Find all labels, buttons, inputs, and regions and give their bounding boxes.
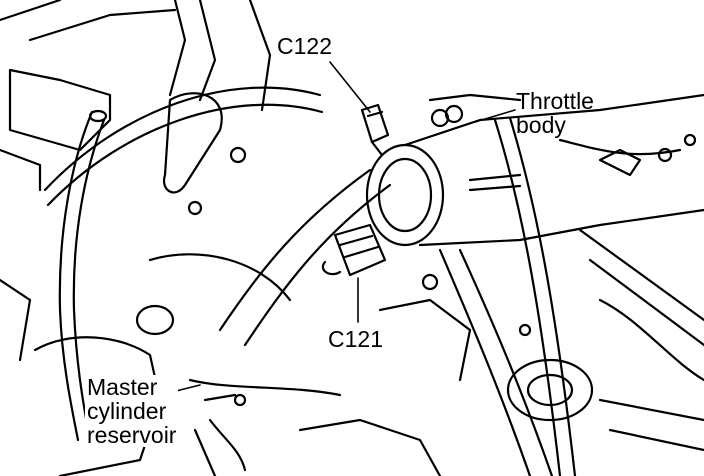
connector-c121	[321, 223, 387, 323]
label-c121: C121	[328, 327, 383, 351]
left-vertical-hose	[58, 109, 108, 442]
connector-c122	[329, 61, 390, 157]
upper-curved-hose	[43, 86, 324, 216]
label-master-line-1: Master	[87, 374, 158, 400]
label-master-line-3: reservoir	[87, 422, 177, 449]
label-master-cylinder-reservoir: Master cylinder reservoir	[85, 374, 179, 449]
throttle-body-leader	[474, 109, 516, 123]
label-c122-text: C122	[277, 33, 332, 59]
label-throttle-body: Throttle body	[516, 89, 594, 137]
label-master-line-2: cylinder	[87, 398, 167, 425]
lower-mechanism	[298, 273, 704, 476]
throttle-body	[365, 93, 704, 247]
label-throttle-line-2: body	[516, 112, 566, 139]
label-c122: C122	[277, 34, 332, 58]
right-side-hoses	[438, 116, 704, 476]
label-c121-text: C121	[328, 326, 383, 352]
label-throttle-line-1: Throttle	[516, 88, 594, 114]
upper-left-housing	[0, 0, 272, 362]
master-cylinder-reservoir	[33, 304, 342, 476]
